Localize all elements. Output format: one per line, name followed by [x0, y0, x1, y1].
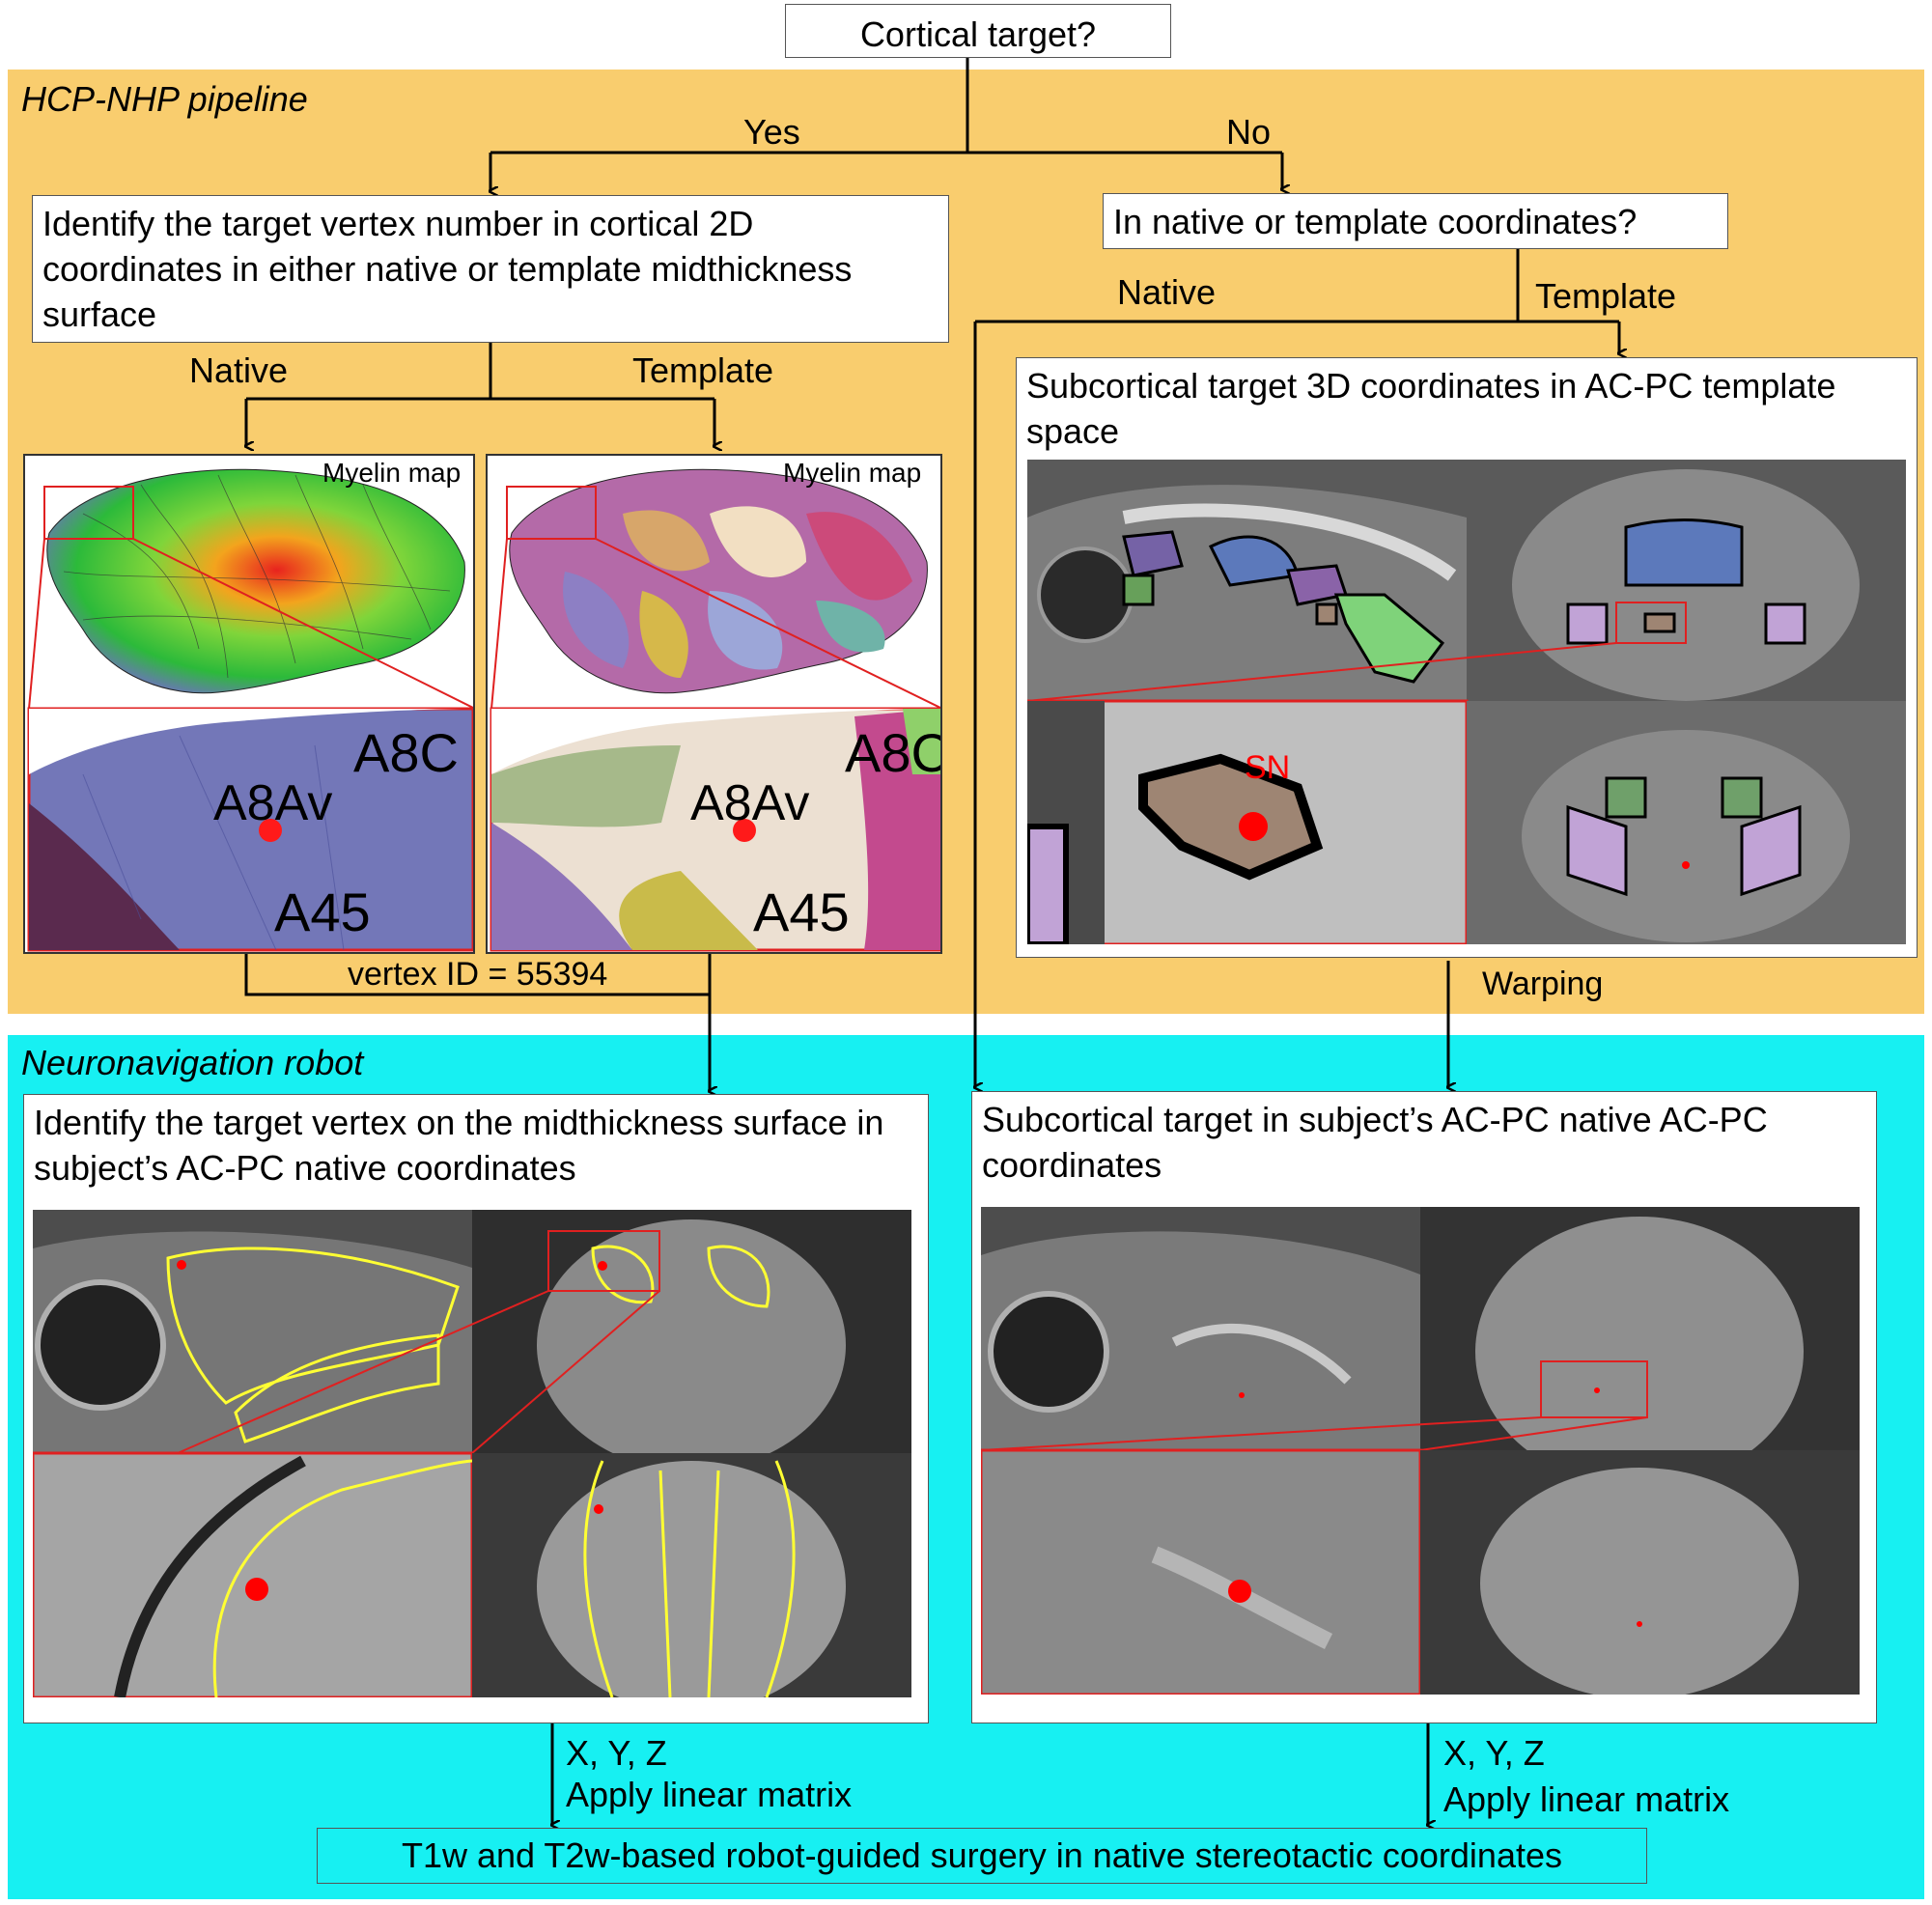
- area-a45-label-1: A45: [274, 882, 371, 942]
- cortical-box: Identify the target vertex number in cor…: [32, 195, 949, 343]
- area-a8c-label-2: A8C: [845, 722, 942, 783]
- yes-label: Yes: [743, 112, 800, 152]
- robot-left-images: [33, 1210, 911, 1697]
- coord-question-label: In native or template coordinates?: [1113, 202, 1638, 241]
- apply-right-label: Apply linear matrix: [1443, 1779, 1730, 1819]
- final-box-label: T1w and T2w-based robot-guided surgery i…: [402, 1835, 1562, 1875]
- apply-left-label: Apply linear matrix: [566, 1775, 853, 1814]
- final-box: T1w and T2w-based robot-guided surgery i…: [317, 1828, 1647, 1884]
- robot-right-drawing: [981, 1207, 1860, 1695]
- myelin-map-label-2: Myelin map: [783, 458, 922, 488]
- start-box-label: Cortical target?: [859, 14, 1097, 54]
- warping-label: Warping: [1482, 966, 1604, 1002]
- hcp-section-title: HCP-NHP pipeline: [21, 79, 308, 119]
- native-label-right: Native: [1117, 272, 1217, 312]
- no-label: No: [1226, 112, 1272, 152]
- subcortical-template-label: Subcortical target 3D coordinates in AC-…: [1026, 366, 1836, 451]
- robot-right-images: [981, 1207, 1860, 1695]
- template-parcellation-drawing: [490, 468, 940, 952]
- subcortical-template-images: SN: [1027, 460, 1906, 944]
- native-myelin-drawing: [27, 468, 473, 952]
- xyz-right-label: X, Y, Z: [1443, 1733, 1545, 1773]
- area-a8av-label-1: A8Av: [213, 775, 333, 831]
- robot-right-label: Subcortical target in subject’s AC-PC na…: [982, 1100, 1768, 1185]
- template-parcellation-image: Myelin map A8Av A45 A8C: [486, 454, 942, 954]
- robot-section-title: Neuronavigation robot: [21, 1043, 364, 1082]
- xyz-left-label: X, Y, Z: [566, 1733, 667, 1773]
- sn-label: SN: [1245, 749, 1291, 786]
- area-a8c-label-1: A8C: [353, 722, 459, 783]
- template-label-right: Template: [1535, 276, 1677, 316]
- subcortical-template-drawing: [1027, 460, 1906, 944]
- vertex-id-label: vertex ID = 55394: [348, 956, 608, 993]
- native-label-left: Native: [189, 350, 289, 390]
- myelin-map-label-1: Myelin map: [322, 458, 462, 488]
- area-a45-label-2: A45: [753, 882, 850, 942]
- start-box: Cortical target?: [785, 4, 1171, 58]
- template-label-left: Template: [632, 350, 774, 390]
- native-myelin-image: Myelin map A8Av A45 A8C: [23, 454, 475, 954]
- robot-left-drawing: [33, 1210, 911, 1697]
- coord-question-box: In native or template coordinates?: [1103, 193, 1728, 249]
- cortical-box-label: Identify the target vertex number in cor…: [42, 204, 853, 334]
- area-a8av-label-2: A8Av: [690, 775, 810, 831]
- robot-left-label: Identify the target vertex on the midthi…: [34, 1103, 884, 1188]
